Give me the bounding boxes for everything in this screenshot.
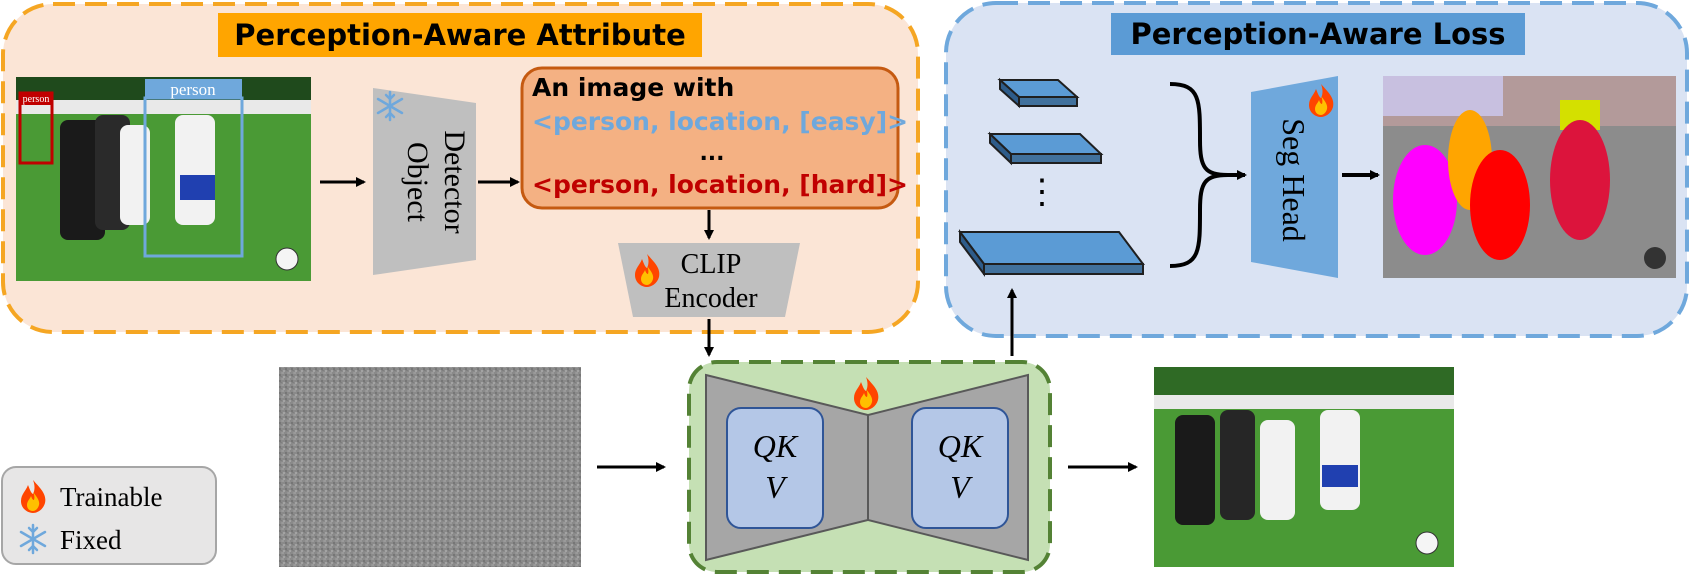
seg-head <box>1251 76 1338 278</box>
prompt-ellipsis: ... <box>699 141 724 166</box>
loss-panel-title: Perception-Aware Loss <box>1130 17 1505 51</box>
seg-head-label: Seg Head <box>1276 118 1312 242</box>
detector-label-line2: Detector <box>438 130 471 233</box>
feature-map-3 <box>958 229 1145 277</box>
bbox-label-small: person <box>23 94 50 105</box>
generated-image <box>1154 367 1454 567</box>
legend-trainable: Trainable <box>60 482 163 512</box>
feature-map-2 <box>987 131 1104 166</box>
legend-fixed: Fixed <box>60 525 122 555</box>
prompt-box <box>520 66 900 210</box>
segmentation-output <box>1383 76 1676 278</box>
prompt-easy: <person, location, [easy]> <box>532 107 908 136</box>
noise-image <box>279 367 581 567</box>
clip-encoder <box>618 243 800 317</box>
attention-left-line2: V <box>765 469 788 505</box>
detector-label-line1: Object <box>401 142 434 223</box>
prompt-line1: An image with <box>532 73 734 102</box>
clip-label-line2: Encoder <box>664 283 758 314</box>
object-detector <box>373 88 476 275</box>
attribute-panel-title: Perception-Aware Attribute <box>234 18 685 52</box>
bbox-label-large: person <box>170 80 216 99</box>
attention-left-line1: QK <box>753 428 799 464</box>
prompt-hard: <person, location, [hard]> <box>532 170 908 199</box>
legend-box <box>1 466 217 565</box>
feature-ellipsis: ⋮ <box>1025 174 1059 211</box>
attention-block-left <box>726 407 824 529</box>
loss-title-bg <box>1111 13 1525 55</box>
attention-right-line2: V <box>950 469 973 505</box>
attention-block-right <box>911 407 1009 529</box>
attribute-title-bg <box>218 13 702 57</box>
feature-map-1 <box>997 77 1080 109</box>
input-image: person person <box>16 77 311 281</box>
clip-label-line1: CLIP <box>681 249 742 280</box>
attention-right-line1: QK <box>938 428 984 464</box>
